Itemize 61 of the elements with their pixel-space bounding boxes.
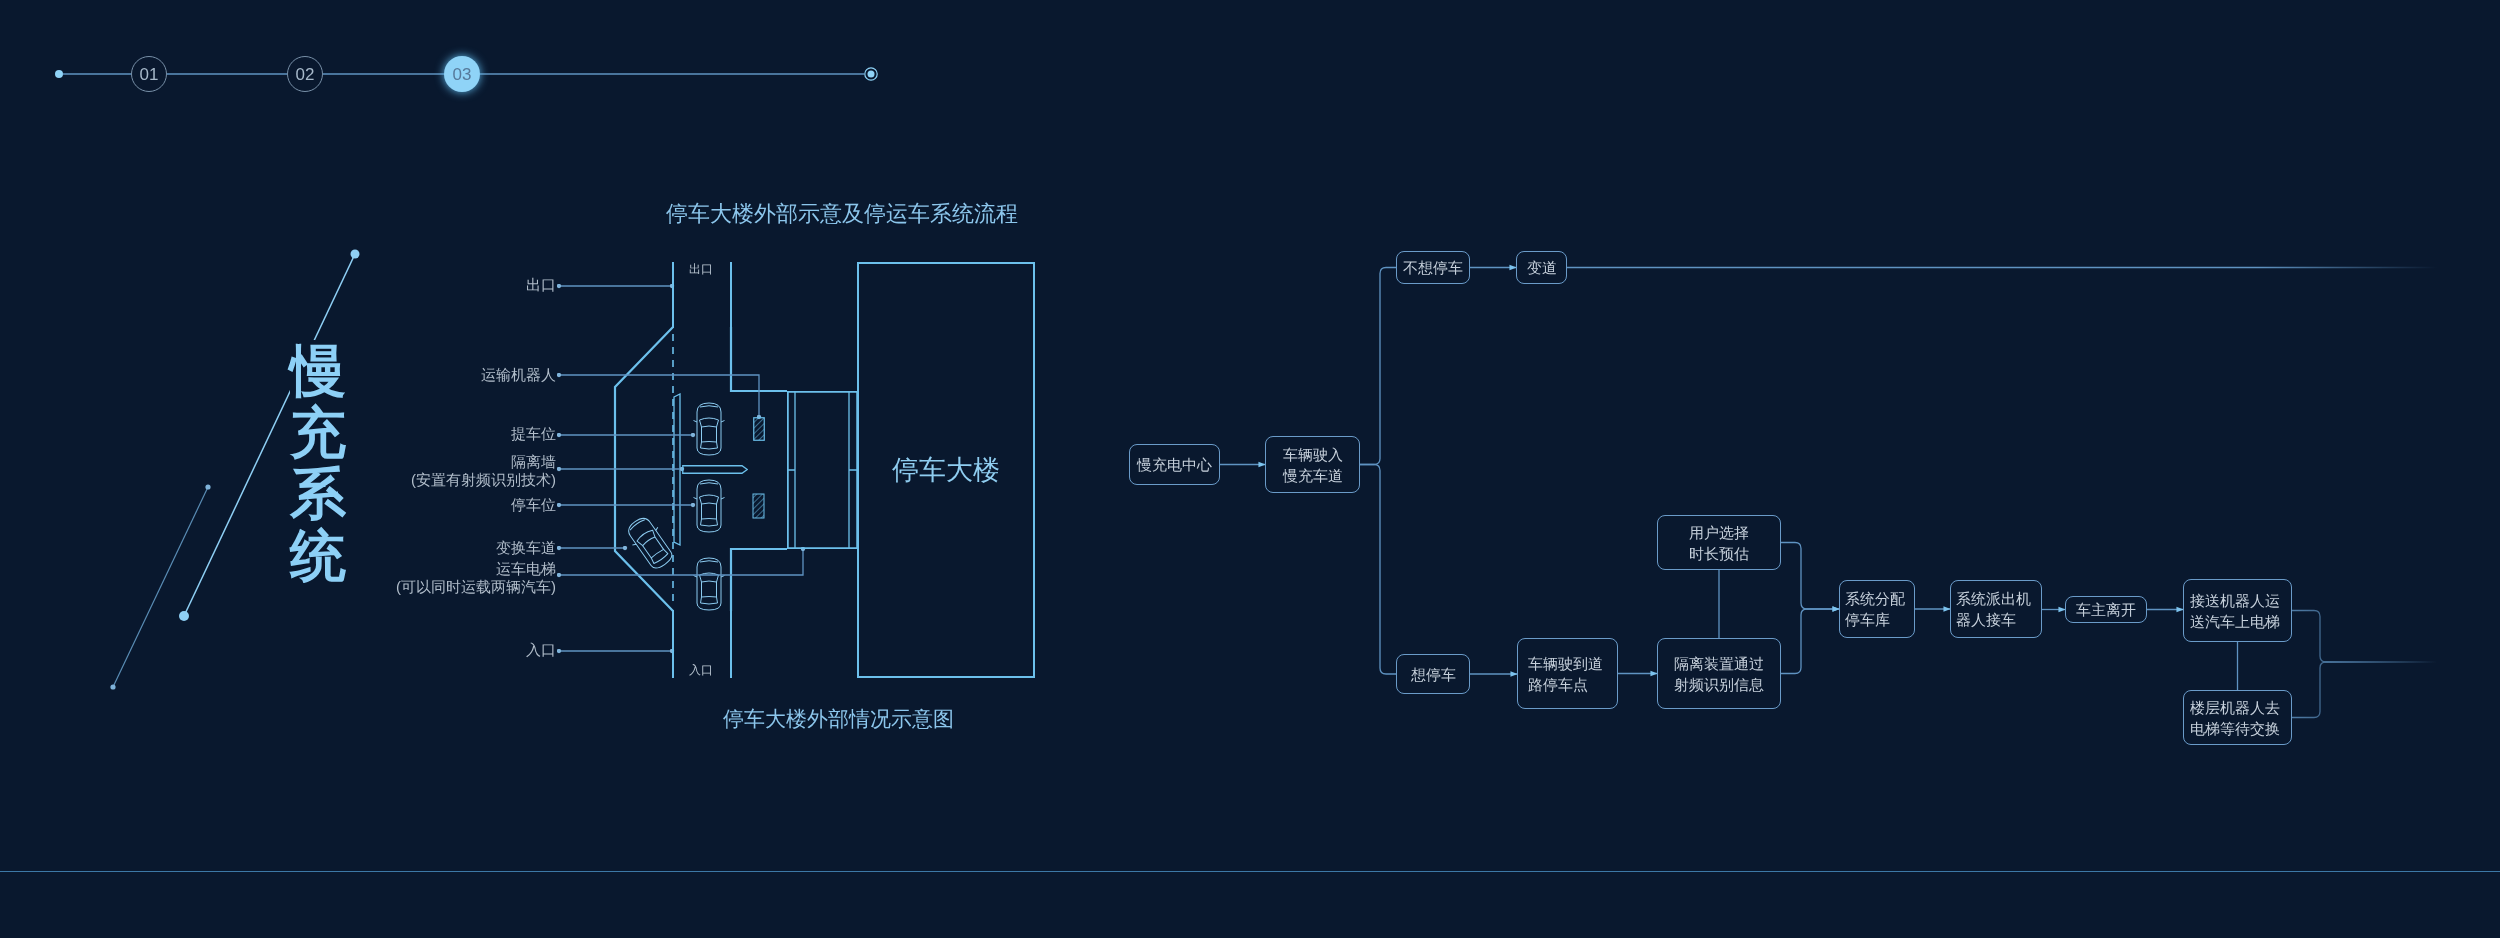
process-box: 车辆驶到道路停车点 <box>1517 638 1618 709</box>
leader-line <box>556 545 628 551</box>
process-box: 用户选择时长预估 <box>1657 515 1781 570</box>
car-icon <box>693 479 725 533</box>
connector-line <box>1718 569 1720 639</box>
road-lane <box>672 262 732 328</box>
diagram-subtitle: 停车大楼外部示意及停运车系统流程 <box>666 201 1018 227</box>
leader-line <box>556 283 675 289</box>
arrow <box>2041 606 2066 613</box>
arrow <box>2146 606 2184 613</box>
process-box: 系统派出机器人接车 <box>1950 580 2042 638</box>
figure-caption: 停车大楼外部情况示意图 <box>722 706 954 732</box>
arrow <box>1780 606 1840 675</box>
connector-line <box>2236 641 2239 691</box>
leader-line <box>556 432 696 438</box>
process-box: 想停车 <box>1396 654 1470 694</box>
process-box: 不想停车 <box>1396 251 1470 284</box>
connector-line <box>1359 463 1397 675</box>
wall-bar <box>682 465 748 474</box>
leader-line <box>556 502 696 508</box>
road-label: 入口 <box>689 663 713 677</box>
process-box: 楼层机器人去电梯等待交换 <box>2183 690 2292 745</box>
leader-line <box>556 466 685 472</box>
leader-line <box>556 546 806 578</box>
arrow <box>1469 671 1518 677</box>
road-label: 出口 <box>689 262 713 276</box>
arrow <box>1617 670 1658 677</box>
callout-label: 隔离墙 <box>511 453 556 471</box>
arrow <box>1914 606 1951 612</box>
process-box: 系统分配停车库 <box>1839 580 1915 638</box>
callout-label: 出口 <box>526 276 556 294</box>
callout-label: 变换车道 <box>496 539 556 557</box>
callout-note: (可以同时运载两辆汽车) <box>396 578 556 596</box>
connector-line <box>322 73 445 75</box>
arrow <box>1469 264 1517 271</box>
leader-line <box>556 648 675 654</box>
process-box: 车辆驶入慢充车道 <box>1265 436 1360 493</box>
road-lane <box>672 610 732 678</box>
process-box: 慢充电中心 <box>1129 444 1220 485</box>
connector-line <box>166 73 288 75</box>
process-box: 变道 <box>1516 251 1567 284</box>
building-outline <box>857 262 1035 678</box>
process-box: 隔离装置通过射频识别信息 <box>1657 638 1781 709</box>
arrow <box>1219 461 1266 468</box>
elevator-shaft <box>787 391 858 549</box>
process-box: 车主离开 <box>2065 596 2147 623</box>
car-icon <box>693 402 725 456</box>
callout-label: 入口 <box>526 641 556 659</box>
connector-line <box>62 73 132 75</box>
process-box: 接送机器人运送汽车上电梯 <box>2183 579 2292 642</box>
callout-label: 运输机器人 <box>481 366 556 384</box>
leader-line <box>556 372 762 420</box>
callout-label: 运车电梯 <box>496 560 556 578</box>
progress-end-dot <box>864 67 878 81</box>
callout-label: 提车位 <box>511 425 556 443</box>
callout-label: 停车位 <box>511 496 556 514</box>
progress-dot <box>55 70 63 78</box>
hatched-block <box>753 417 765 441</box>
connector-line <box>479 73 865 75</box>
callout-note: (安置有射频识别技术) <box>411 471 556 489</box>
building-label: 停车大楼 <box>892 454 1000 486</box>
